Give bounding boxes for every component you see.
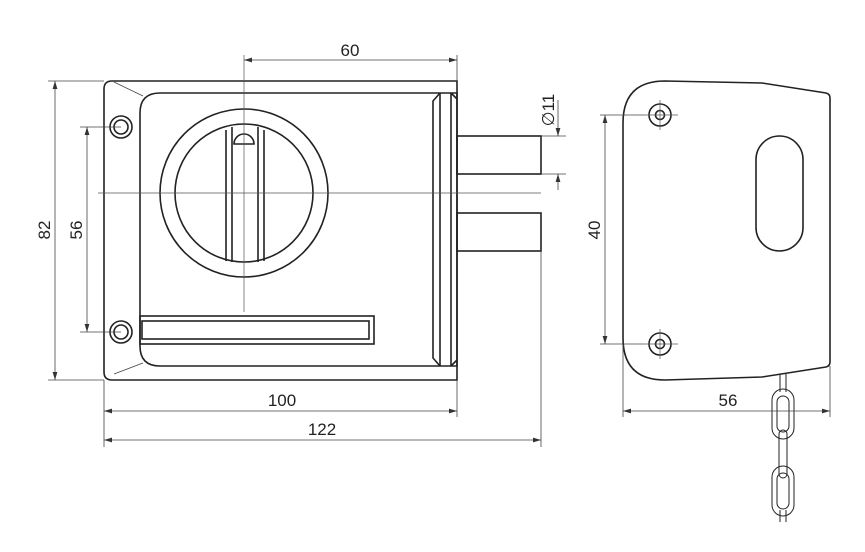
front-view: [98, 55, 542, 381]
side-body: [622, 80, 831, 381]
chain: [771, 373, 795, 522]
dim-122: 122: [308, 420, 336, 439]
front-dimensions: 60 82 56 100 122 ∅11: [35, 41, 566, 447]
lock-body: [139, 92, 458, 367]
faceplate: [432, 92, 458, 367]
bottom-slot: [139, 315, 375, 345]
dim-82: 82: [35, 221, 54, 240]
bolt-upper: [456, 135, 542, 175]
dim-56-side: 56: [719, 391, 738, 410]
dim-60: 60: [341, 41, 360, 60]
side-view: [622, 80, 831, 522]
base-plate: [103, 80, 458, 381]
dim-diameter-11: ∅11: [539, 94, 558, 126]
dim-100: 100: [268, 391, 296, 410]
indicator-icon: [233, 133, 255, 145]
side-dimensions: 40 56: [585, 114, 831, 417]
dim-56-front: 56: [67, 221, 86, 240]
keyhole-slot: [755, 135, 804, 252]
side-screw-top: [645, 100, 678, 130]
side-screw-bottom: [645, 329, 678, 359]
bolt-lower: [456, 212, 542, 252]
dim-40: 40: [585, 221, 604, 240]
